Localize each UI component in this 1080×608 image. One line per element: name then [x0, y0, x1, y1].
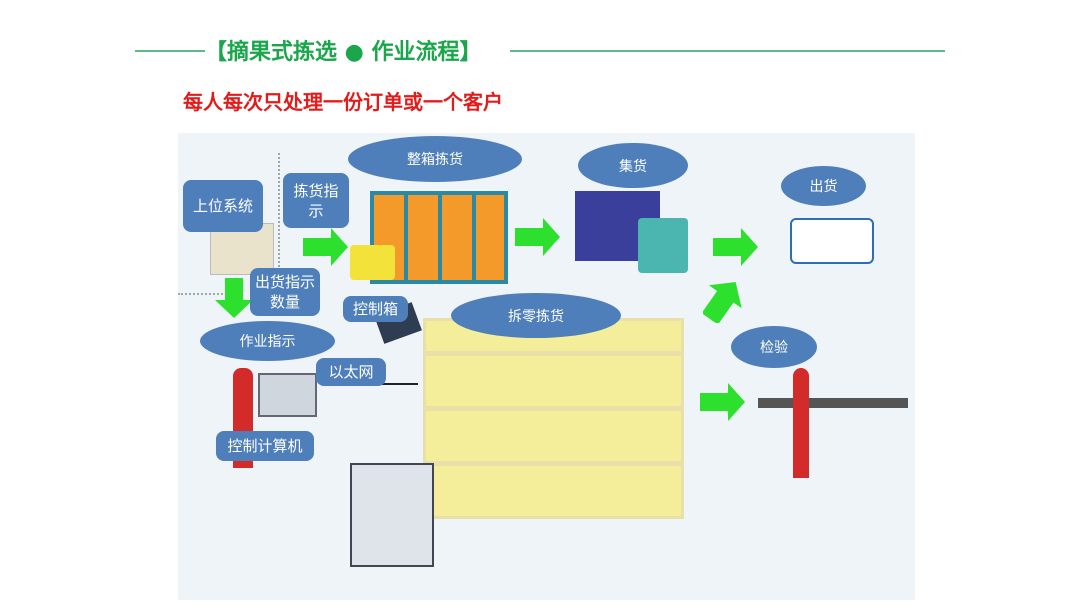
label-whole-case-picking: 整箱拣货	[348, 136, 522, 182]
label-piece-picking: 拆零拣货	[451, 293, 621, 338]
label-consolidation: 集货	[578, 143, 688, 188]
picking-cart-illustration	[350, 463, 434, 567]
label-shipping: 出货	[781, 166, 866, 206]
slide-title: 【摘果式拣选 ● 作业流程】	[205, 40, 482, 65]
arrow-to-consolidation	[515, 218, 560, 256]
title-rule-right	[510, 50, 945, 52]
label-pick-instruction: 拣货指示	[283, 173, 349, 228]
divider-vertical	[278, 153, 280, 283]
arrow-to-whole-case	[303, 228, 348, 266]
inspection-table-illustration	[758, 398, 908, 408]
process-diagram: 整箱拣货 集货 出货 拆零拣货 检验 作业指示 上位系统 拣货指示 出货指示数量…	[178, 133, 915, 600]
forklift-illustration	[350, 245, 395, 280]
divider-horizontal	[178, 293, 238, 295]
title-rule-left	[135, 50, 205, 52]
cart-illustration	[638, 218, 688, 273]
inspector-illustration	[793, 368, 809, 478]
label-control-computer: 控制计算机	[216, 431, 314, 461]
label-inspection: 检验	[731, 326, 817, 368]
label-ethernet: 以太网	[316, 358, 386, 386]
picking-shelf-illustration	[423, 318, 684, 519]
arrow-inspection-to-consolidation	[703, 281, 742, 323]
computer-illustration	[258, 373, 317, 417]
arrow-down-to-work-instruction	[215, 278, 253, 318]
label-host-system: 上位系统	[183, 180, 263, 232]
label-ship-quantity: 出货指示数量	[250, 268, 320, 316]
arrow-to-shipping	[713, 228, 758, 266]
label-control-box: 控制箱	[343, 296, 408, 322]
delivery-truck-illustration	[790, 218, 874, 264]
slide-subtitle: 每人每次只处理一份订单或一个客户	[183, 90, 503, 114]
label-work-instruction: 作业指示	[200, 321, 335, 361]
arrow-to-inspection	[700, 383, 745, 421]
